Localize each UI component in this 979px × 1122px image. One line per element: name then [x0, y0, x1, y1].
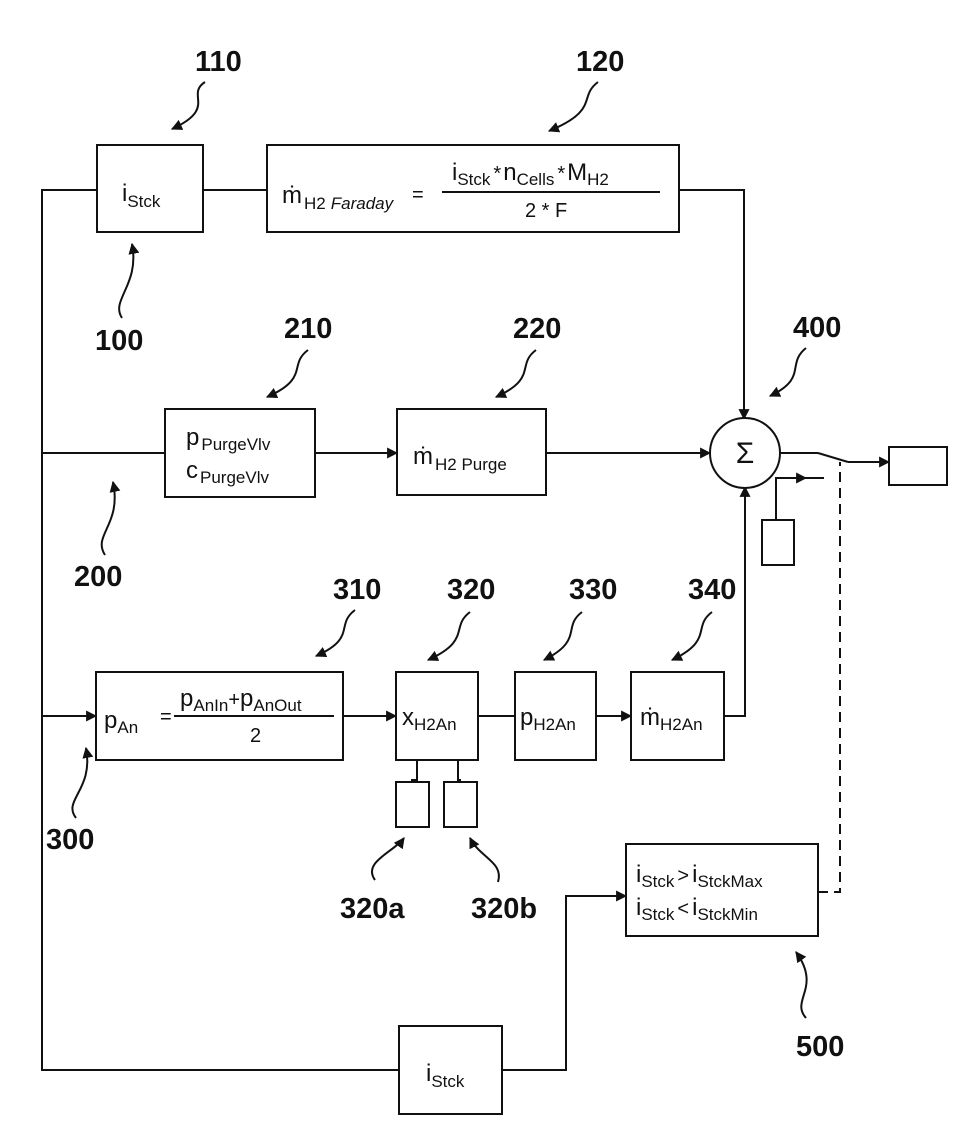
blocks	[96, 145, 947, 1114]
num-i-sub: Stck	[457, 170, 491, 189]
num-p1: p	[180, 685, 193, 712]
output-block	[889, 447, 947, 485]
block-330-p: p	[520, 704, 533, 731]
block-340-sub: H2An	[660, 715, 703, 734]
leader-500	[796, 952, 807, 1018]
block-120-equals: =	[412, 184, 424, 206]
block-bottom-istck	[399, 1026, 502, 1114]
ref-100: 100	[95, 325, 143, 357]
block-210-p: p	[186, 424, 199, 451]
sum-symbol: Σ	[736, 437, 755, 470]
leader-320b	[470, 838, 499, 882]
block-120-mdot: ṁ	[282, 182, 302, 209]
num-n-sub: Cells	[517, 170, 555, 189]
leader-320a	[372, 838, 404, 880]
block-110	[97, 145, 203, 232]
l1-sub: Stck	[641, 872, 675, 891]
leader-310	[316, 610, 355, 656]
leader-210	[267, 350, 308, 397]
ref-320: 320	[447, 574, 495, 606]
block-210-c-sub: PurgeVlv	[200, 468, 269, 487]
ref-220: 220	[513, 313, 561, 345]
left-bus-line	[42, 190, 399, 1070]
num-p2-sub: AnOut	[253, 696, 301, 715]
ref-200: 200	[74, 561, 122, 593]
ref-120: 120	[576, 46, 624, 78]
block-210-p-sub: PurgeVlv	[201, 435, 270, 454]
line-120-sum	[679, 190, 744, 419]
leader-340	[672, 612, 712, 660]
switch-contact	[818, 453, 848, 462]
leader-120	[549, 82, 598, 131]
l2-sub2: StckMin	[697, 905, 757, 924]
leader-220	[496, 350, 536, 397]
line-smallbox-switch	[776, 478, 806, 520]
ref-210: 210	[284, 313, 332, 345]
l1-sub2: StckMax	[697, 872, 763, 891]
block-320a	[396, 782, 429, 827]
leader-100	[119, 244, 133, 318]
block-120-sub-italic: Faraday	[331, 194, 395, 213]
block-320-sub: H2An	[414, 715, 457, 734]
ref-110: 110	[195, 46, 242, 78]
ref-340: 340	[688, 574, 736, 606]
block-310-equals: =	[160, 706, 172, 728]
block-220-sub: H2 Purge	[435, 455, 507, 474]
ref-300: 300	[46, 824, 94, 856]
num-n: n	[503, 159, 516, 186]
ref-400: 400	[793, 312, 841, 344]
num-times1: *	[493, 163, 501, 185]
block-220-mdot: ṁ	[413, 443, 433, 470]
block-120-sub: H2	[304, 194, 326, 213]
block-330-sub: H2An	[533, 715, 576, 734]
block-320-x: x	[402, 704, 414, 731]
num-p2: p	[240, 685, 253, 712]
ref-310: 310	[333, 574, 381, 606]
num-m-sub: H2	[587, 170, 609, 189]
leader-320	[428, 612, 470, 660]
leader-330	[544, 612, 582, 660]
ref-500: 500	[796, 1031, 844, 1063]
block-210-c: c	[186, 457, 198, 484]
leader-300	[72, 748, 87, 818]
block-340-mdot: ṁ	[640, 704, 660, 731]
block-310-p: p	[104, 707, 117, 734]
small-block	[762, 520, 794, 565]
leader-110	[172, 82, 205, 129]
ref-320a: 320a	[340, 893, 405, 925]
ref-320b: 320b	[471, 893, 537, 925]
connection-lines	[42, 190, 889, 1070]
l2-sub: Stck	[641, 905, 675, 924]
block-120-denominator: 2 * F	[525, 200, 567, 222]
block-110-sub: Stck	[127, 192, 161, 211]
num-p1-sub: AnIn	[193, 696, 228, 715]
block-bottom-sub: Stck	[431, 1072, 465, 1091]
block-310-denominator: 2	[250, 725, 261, 747]
leader-200	[102, 482, 115, 555]
num-m: M	[567, 159, 587, 186]
dashed-control-line	[818, 462, 840, 892]
num-times2: *	[557, 163, 565, 185]
l1-op: >	[677, 865, 689, 887]
leader-400	[770, 348, 806, 396]
block-310-p-sub: An	[117, 718, 138, 737]
ref-330: 330	[569, 574, 617, 606]
num-plus: +	[228, 689, 240, 711]
l2-op: <	[677, 898, 689, 920]
block-320b	[444, 782, 477, 827]
